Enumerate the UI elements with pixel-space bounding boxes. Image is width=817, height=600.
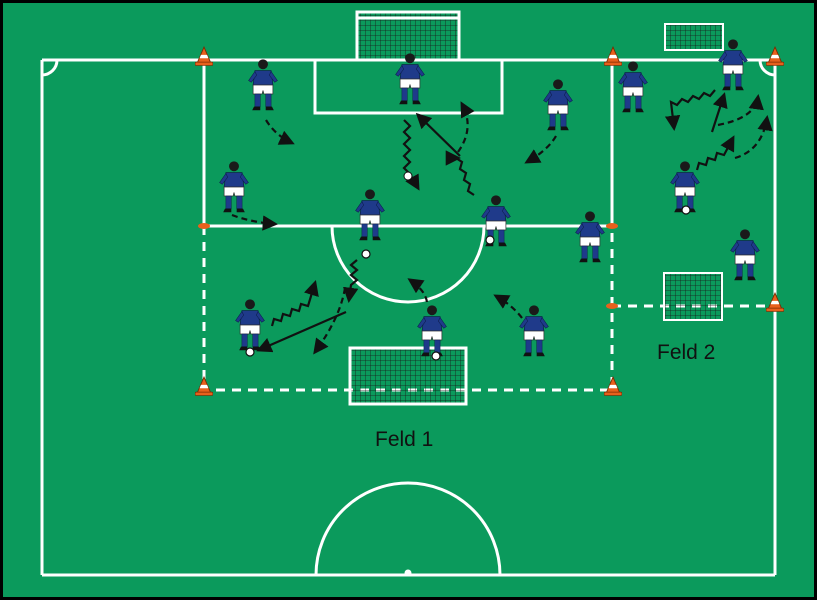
mini-goal-top-right [664,23,724,51]
flat-marker [606,303,618,309]
run-arrow [734,114,773,160]
pass-arrow [256,310,347,353]
dribble-arrow [402,119,420,191]
ball [403,171,413,181]
run-arrow [493,294,523,319]
corner-arc-left [41,59,59,77]
dribble-arrow [664,89,716,132]
dribble-arrow [445,150,475,196]
center-spot [404,569,412,577]
ball [681,205,691,215]
ball [245,347,255,357]
run-arrow [265,119,295,145]
penalty-arc [330,225,486,304]
corner-arc-right [758,59,776,77]
ball [361,249,371,259]
center-circle [314,481,502,576]
run-arrow [524,135,557,164]
run-arrow [407,278,429,303]
pass-arrow [710,92,728,133]
ball [485,235,495,245]
movement-arrows [231,89,773,355]
dribble-arrow [695,135,735,171]
run-arrow [717,93,764,127]
flat-marker [606,223,618,229]
dribble-arrow [342,259,359,304]
cones [195,46,784,396]
zone-label-feld-2: Feld 2 [657,341,715,364]
pass-arrow [415,112,461,157]
penalty-area [202,60,614,228]
goal-feld2 [663,272,723,321]
balls [245,171,691,361]
run-arrow [457,101,475,153]
goal-area [313,60,504,115]
run-arrow [231,213,279,231]
ball [431,351,441,361]
dribble-arrow [270,280,319,327]
flat-marker [198,223,210,229]
goal-feld1 [348,346,468,406]
main-goal [355,10,461,62]
zone-label-feld-1: Feld 1 [375,428,433,451]
